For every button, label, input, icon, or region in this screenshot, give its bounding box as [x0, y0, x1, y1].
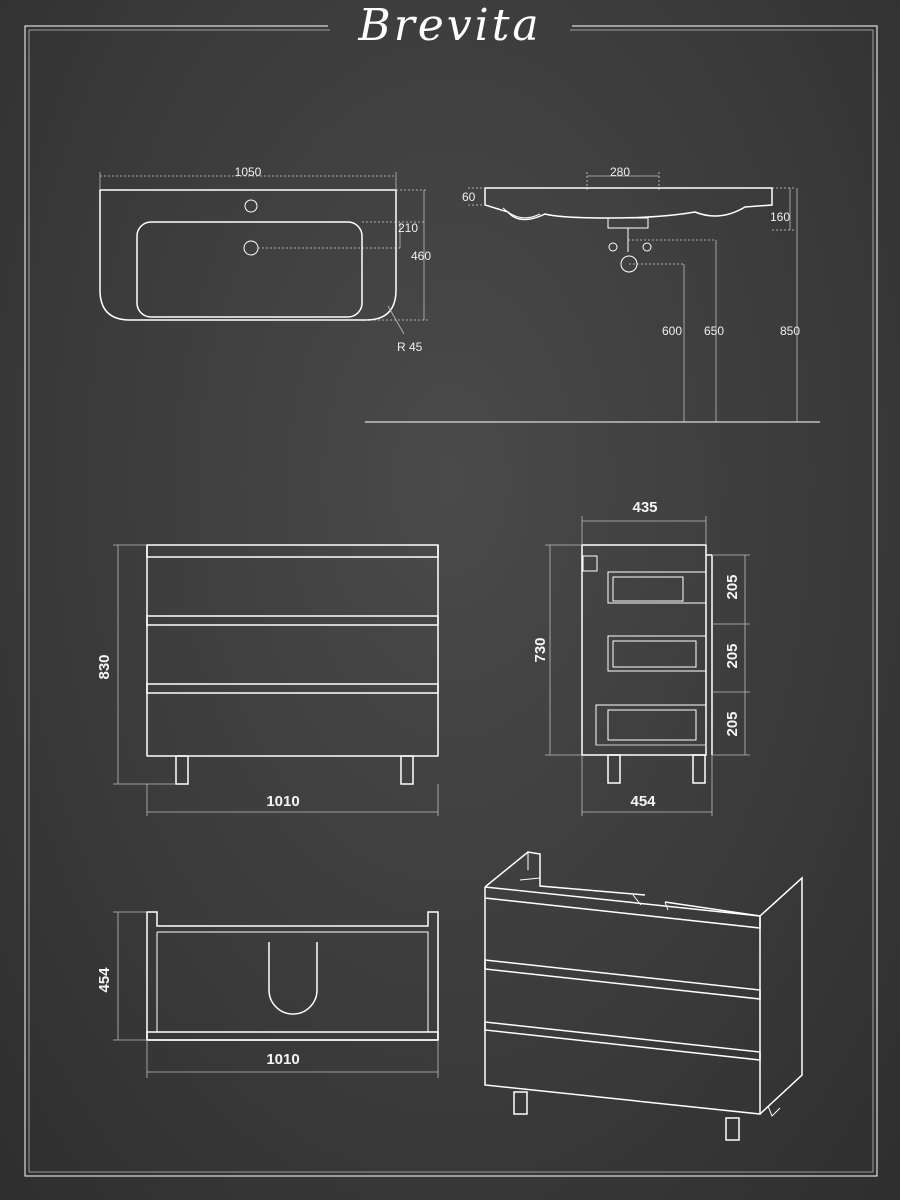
basin-drop-label: 160 [770, 210, 790, 224]
side-height-label: 730 [532, 637, 549, 662]
height-650-label: 650 [704, 324, 724, 338]
side-top-depth-label: 435 [632, 499, 657, 516]
side-bottom-depth-label: 454 [630, 793, 656, 810]
basin-bowl-depth-label: 210 [398, 221, 418, 235]
drawer-3-height-label: 205 [724, 711, 741, 736]
cabinet-front-view [113, 544, 439, 816]
front-height-label: 830 [96, 654, 113, 679]
basin-side-view [365, 172, 820, 423]
drawer-1-height-label: 205 [724, 574, 741, 599]
cabinet-top-view [113, 911, 439, 1078]
top-depth-label: 454 [96, 967, 113, 993]
height-850-label: 850 [780, 324, 800, 338]
front-width-label: 1010 [266, 793, 299, 810]
basin-width-label: 1050 [235, 165, 262, 179]
top-width-label: 1010 [266, 1051, 299, 1068]
brand-logo: Brevita [357, 0, 541, 51]
drawer-2-height-label: 205 [724, 643, 741, 668]
basin-depth-label: 460 [411, 249, 431, 263]
height-600-label: 600 [662, 324, 682, 338]
basin-radius-label: R 45 [397, 340, 423, 354]
cabinet-perspective-view [484, 851, 803, 1141]
cabinet-side-view [545, 516, 750, 816]
basin-top-view [99, 172, 428, 335]
tap-spacing-label: 280 [610, 165, 630, 179]
rim-height-label: 60 [462, 190, 476, 204]
sheet-frame [24, 25, 878, 1177]
